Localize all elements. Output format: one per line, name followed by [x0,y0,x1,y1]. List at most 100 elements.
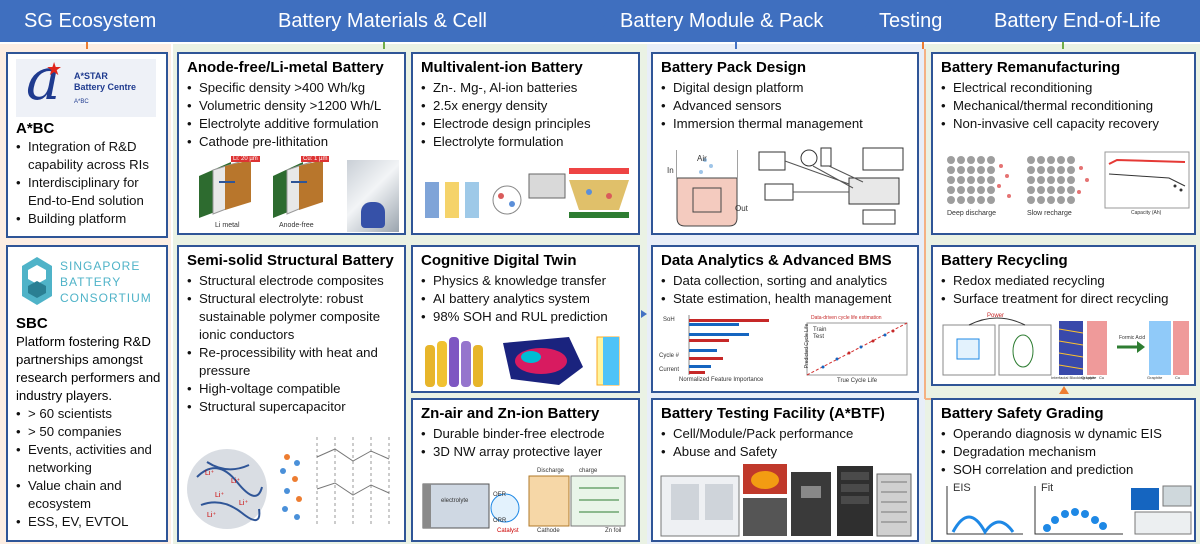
card-item: 98% SOH and RUL prediction [421,308,634,326]
sbc-item: > 60 scientists [16,405,162,423]
immersion-tank-illustration [676,150,738,227]
sbc-title: SBC [16,315,48,332]
zn-air-illustration [422,475,626,529]
abc-item: Building platform [16,210,162,228]
fig-label: Air [697,154,707,163]
fig-label: ORR [493,518,507,524]
fig-label: Anode-free [279,222,314,229]
abc-card: a ★ A*STAR Battery Centre A*BC A*BC Inte… [6,52,168,238]
cycle-life-chart: Data-driven cycle life estimation Train … [793,313,913,387]
fig-label: Capacity (Ah) [1131,210,1162,216]
card-item: 2.5x energy density [421,97,634,115]
reman-illustration [947,151,1190,209]
card-item: High-voltage compatible [187,380,400,398]
fig-label: Cu: 1 µm [301,156,330,162]
stage-materials-cell: Battery Materials & Cell [176,0,612,42]
sbc-item: ESS, EV, EVTOL [16,513,162,531]
card-title: Anode-free/Li-metal Battery [187,59,384,76]
card-items: Specific density >400 Wh/kg Volumetric d… [179,79,404,151]
card-item: Physics & knowledge transfer [421,272,634,290]
sbc-description: Platform fostering R&D partnerships amon… [16,334,161,403]
fig-label: Deep discharge [947,210,997,217]
multivalent-schematic [425,168,629,218]
stage-tick [86,42,88,49]
recycling-diagram: Power Interfacial Blocking Layer Graphit… [939,311,1193,383]
fig-label: OER [493,492,507,498]
card-title: Cognitive Digital Twin [421,252,577,269]
fig-label: Fit [1041,482,1054,494]
fig-label: Current [659,367,680,373]
stage-label: SG Ecosystem [24,10,157,32]
testing-equipment-photos [660,464,912,537]
fig-label: Data-driven cycle life estimation [811,315,882,321]
card-title: Battery Testing Facility (A*BTF) [661,405,885,422]
chevron-shape [852,0,966,42]
fig-label: Train [813,327,827,333]
fig-label: Zn foil [605,528,622,534]
card-item: Structural electrolyte: robust sustainab… [187,290,400,344]
feature-importance-chart: SoH Cycle # Current Normalized Feature I… [659,313,789,387]
eis-diagram: EIS Fit [939,482,1193,538]
stage-label: Battery Materials & Cell [278,10,487,32]
card-items: Structural electrode composites Structur… [179,272,404,416]
fig-label: Li⁺ [207,512,217,519]
stage-label: Battery End-of-Life [994,10,1161,32]
fig-label: EIS [953,482,971,494]
abc-logo-letter: a [26,52,61,113]
card-item: SOH correlation and prediction [941,461,1190,479]
analytics-card: Data Analytics & Advanced BMS Data colle… [651,245,919,393]
fig-label: Li⁺ [205,470,215,477]
pack-design-card: Battery Pack Design Digital design platf… [651,52,919,235]
card-item: Advanced sensors [661,97,913,115]
card-item: Cell/Module/Pack performance [661,425,913,443]
card-title: Data Analytics & Advanced BMS [661,252,892,269]
fig-label: Interfacial Blocking Layer [1051,375,1096,380]
sbc-card: SINGAPORE BATTERY CONSORTIUM SBC Platfor… [6,245,168,542]
stage-label: Testing [879,10,943,32]
card-item: Durable binder-free electrode [421,425,634,443]
fig-label: Predicted Cycle Life [804,323,811,369]
card-item: Non-invasive cell capacity recovery [941,115,1190,133]
sbc-logo: SINGAPORE BATTERY CONSORTIUM [16,253,166,309]
stage-tick [383,42,385,49]
cycle-life-scatter [806,322,908,376]
fig-label: Cu [1175,375,1181,380]
card-title: Battery Recycling [941,252,1068,269]
fig-label: charge [579,468,598,474]
stage-module-pack: Battery Module & Pack [590,0,874,42]
glove-shape [361,202,385,228]
recycling-illustration [942,317,1189,376]
anode-cell-diagram: Li: 20 µm Cu: 1 µm Li metal Anode-free [191,156,339,232]
card-items: Data collection, sorting and analytics S… [653,272,917,308]
abc-logo-sub: Battery Centre [74,82,137,92]
card-item: Digital design platform [661,79,913,97]
zn-air-diagram: electrolyte OER ORR Discharge charge Cat… [419,466,634,538]
polymer-illustration [187,437,390,529]
recycling-card: Battery Recycling Redox mediated recycli… [931,245,1196,386]
fig-label: SoH [663,317,675,323]
fig-label: Out [735,204,748,213]
card-item: Data collection, sorting and analytics [661,272,913,290]
digital-twin-illustration [425,336,620,387]
safety-grading-card: Battery Safety Grading Operando diagnosi… [931,398,1196,542]
abc-logo: a ★ A*STAR Battery Centre A*BC [16,54,156,117]
fig-label: Graphite [1147,375,1163,380]
abc-logo-name: A*STAR [74,71,108,81]
fig-label: Test [813,334,825,340]
immersion-tank-diagram: Air In Out [667,142,748,230]
card-title: Battery Pack Design [661,59,807,76]
fig-label: True Cycle Life [837,378,878,384]
eis-illustration [946,485,1192,535]
anode-free-card: Anode-free/Li-metal Battery Specific den… [177,52,406,235]
stage-testing: Testing [852,0,966,42]
fig-label: Li⁺ [215,492,225,499]
reman-diagram: Deep discharge Slow recharge Capacity (A… [939,146,1193,230]
card-item: Operando diagnosis w dynamic EIS [941,425,1190,443]
card-item: Re-processibility with heat and pressure [187,344,400,380]
semisolid-card: Semi-solid Structural Battery Structural… [177,245,406,542]
card-item: Specific density >400 Wh/kg [187,79,400,97]
fig-label: Slow recharge [1027,210,1072,217]
bms-wiring-illustration [758,147,904,225]
card-item: Structural electrode composites [187,272,400,290]
card-items: Digital design platform Advanced sensors… [653,79,917,133]
